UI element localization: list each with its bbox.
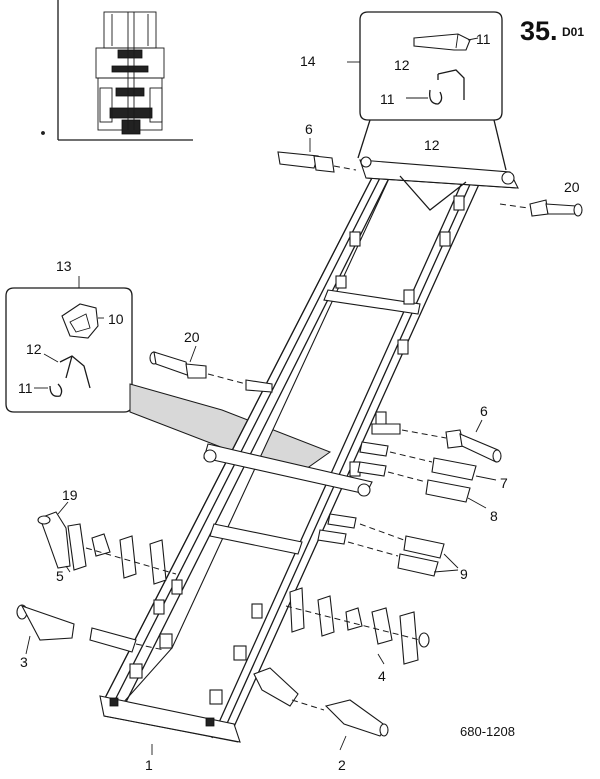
part-20-pin-top-right bbox=[499, 199, 583, 217]
callout-11b: 11 bbox=[18, 380, 33, 396]
part-6-pin-top bbox=[277, 138, 357, 173]
callout-3: 3 bbox=[20, 654, 28, 670]
part-3-pin bbox=[16, 604, 165, 655]
page-number-sub: D01 bbox=[562, 25, 584, 39]
callout-20b: 20 bbox=[184, 329, 200, 345]
callout-12b: 12 bbox=[26, 341, 42, 357]
callout-1: 1 bbox=[145, 757, 153, 773]
callout-20a: 20 bbox=[564, 179, 580, 195]
callout-4: 4 bbox=[378, 668, 386, 684]
part-5-bracket-row-left bbox=[37, 501, 177, 585]
parts-7-8-wedge-blocks bbox=[357, 441, 497, 509]
part-4-bracket-row-right bbox=[285, 587, 430, 665]
callout-5: 5 bbox=[56, 568, 64, 584]
callout-15-16: 13 bbox=[56, 258, 72, 274]
callout-8: 8 bbox=[490, 508, 498, 524]
part-2-wedge bbox=[253, 667, 389, 751]
inset-detail-top bbox=[347, 11, 507, 171]
inset-detail-left bbox=[5, 276, 133, 413]
main-frame-ladder bbox=[99, 156, 519, 743]
callout-2: 2 bbox=[338, 757, 346, 773]
truck-front-view-icon bbox=[41, 0, 193, 141]
part-20-pin-left bbox=[149, 345, 273, 393]
callout-10: 10 bbox=[108, 311, 124, 327]
callout-6a: 6 bbox=[305, 121, 313, 137]
callout-13: 11 bbox=[476, 31, 491, 47]
callout-12a: 12 bbox=[394, 57, 410, 73]
projection-wedge bbox=[129, 383, 332, 477]
callout-19: 19 bbox=[62, 487, 78, 503]
callout-14: 12 bbox=[424, 137, 440, 153]
callout-11a: 11 bbox=[380, 91, 395, 107]
callout-7: 7 bbox=[500, 475, 508, 491]
callout-6b: 6 bbox=[480, 403, 488, 419]
drawing-code: 680-1208 bbox=[460, 724, 515, 739]
callout-17-18: 14 bbox=[300, 53, 316, 69]
page-number-main: 35. bbox=[520, 16, 558, 46]
parts-9-wedge-blocks bbox=[317, 513, 459, 577]
callout-9: 9 bbox=[460, 566, 468, 582]
part-6-pin-right bbox=[371, 419, 502, 463]
